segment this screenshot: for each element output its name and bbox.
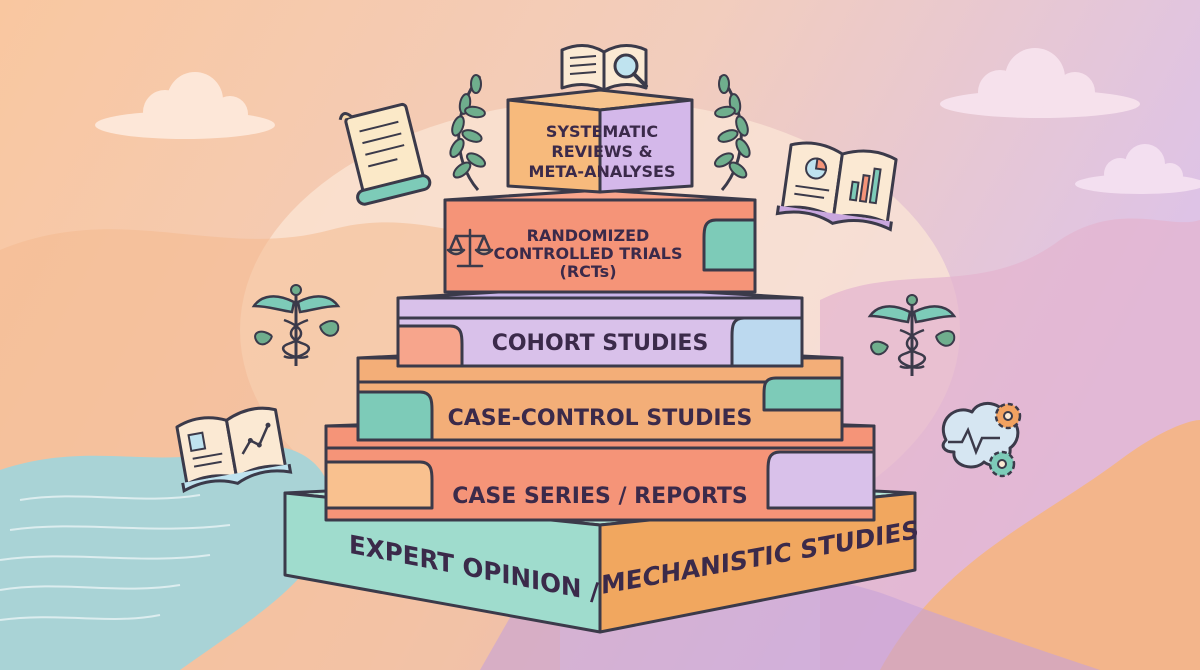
tier-3-label: COHORT STUDIES <box>492 331 709 356</box>
tier-5-label: CASE SERIES / REPORTS <box>452 484 748 509</box>
caduceus-left-icon <box>251 284 341 366</box>
brain-gears-icon <box>941 402 1022 478</box>
scales-of-justice-icon <box>446 228 494 268</box>
laurel-left-icon <box>449 74 487 191</box>
book-graph-icon <box>175 406 293 494</box>
scroll-document-icon <box>338 102 432 206</box>
tier-systematic-reviews: SYSTEMATIC REVIEWS & META-ANALYSES <box>506 88 694 194</box>
open-book-magnifier-icon <box>560 44 648 92</box>
tier-1-label-line-3: META-ANALYSES <box>529 162 676 181</box>
tier-2-label-line-3: (RCTs) <box>560 262 617 281</box>
book-chart-icon <box>775 141 898 232</box>
laurel-right-icon <box>713 74 751 191</box>
gear-icon <box>994 402 1022 430</box>
caduceus-right-icon <box>867 294 957 376</box>
tier-1-label-line-1: SYSTEMATIC <box>546 122 658 141</box>
cloud-right-mid <box>1075 144 1200 194</box>
tier-1-label-line-2: REVIEWS & <box>551 142 652 161</box>
tier-2-label-line-1: RANDOMIZED <box>527 226 650 245</box>
tier-rct: RANDOMIZED CONTROLLED TRIALS (RCTs) <box>443 188 757 294</box>
right-dune <box>880 420 1200 670</box>
gear-icon <box>988 450 1016 478</box>
tier-2-label-line-2: CONTROLLED TRIALS <box>493 244 682 263</box>
cloud-right-top <box>940 48 1140 118</box>
cloud-left <box>95 72 275 139</box>
tier-cohort: COHORT STUDIES <box>396 284 804 368</box>
water-waves <box>0 494 231 621</box>
tier-4-label: CASE-CONTROL STUDIES <box>448 406 753 431</box>
